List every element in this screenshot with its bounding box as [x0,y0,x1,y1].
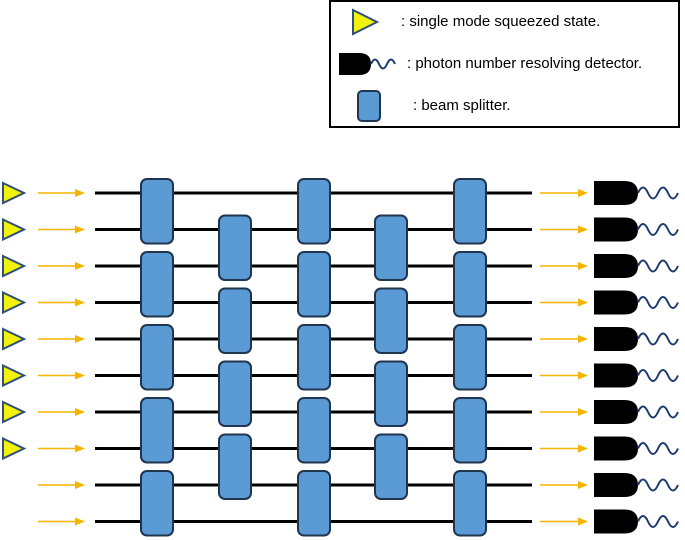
beam-splitter-icon [297,251,331,318]
beam-splitter-icon [218,287,252,354]
legend-item-detector: : photon number resolving detector. [331,46,678,82]
legend-item-beam-splitter: : beam splitter. [331,88,678,124]
legend-label-squeezed-state: : single mode squeezed state. [401,13,601,30]
beam-splitter-icon [357,90,381,122]
squeezed-state-triangle-icon [1,217,27,242]
legend: : single mode squeezed state. : photon n… [329,0,680,128]
squeezed-state-triangle-icon [1,436,27,461]
beam-splitter-icon [374,360,408,427]
photon-detector-icon [339,53,396,75]
beam-splitter-icon [140,251,174,318]
beam-splitter-icon [297,470,331,537]
photon-detector-icon [594,473,638,497]
beam-splitter-icon [297,324,331,391]
legend-label-detector: : photon number resolving detector. [407,55,643,72]
photon-detector-icon [594,436,638,461]
beam-splitter-icon [297,178,331,245]
beam-splitter-icon [140,324,174,391]
detector-wave [637,405,679,419]
beam-splitter-icon [140,397,174,464]
beam-splitter-icon [218,214,252,281]
beam-splitter-icon [140,470,174,537]
squeezed-state-triangle-icon [1,327,27,351]
legend-item-squeezed-state: : single mode squeezed state. [331,4,678,40]
squeezed-state-triangle-icon [1,254,27,278]
detector-wave [637,515,679,528]
beam-splitter-icon [374,433,408,500]
photon-detector-icon [594,290,638,315]
photon-detector-icon [594,363,638,388]
beam-splitter-icon [453,470,487,537]
photon-detector-icon [594,327,638,351]
legend-label-beam-splitter: : beam splitter. [413,97,511,114]
beam-splitter-icon [453,178,487,245]
beam-splitter-icon [297,397,331,464]
beam-splitter-icon [453,397,487,464]
detector-wave [637,223,679,236]
beam-splitter-icon [374,214,408,281]
detector-wave [637,296,679,309]
photon-detector-icon [594,509,638,534]
beam-splitter-icon [218,360,252,427]
detector-wave [637,369,679,382]
photon-detector-icon [594,181,638,205]
photon-detector-icon [594,217,638,242]
photon-detector-icon [594,400,638,424]
detector-wave [637,442,679,455]
squeezed-state-triangle-icon [352,8,380,36]
beam-splitter-icon [374,287,408,354]
squeezed-state-triangle-icon [1,400,27,424]
detector-wave [637,332,679,346]
detector-wave [637,478,679,492]
squeezed-state-triangle-icon [1,290,27,315]
squeezed-state-triangle-icon [1,363,27,388]
beam-splitter-icon [453,324,487,391]
beam-splitter-icon [218,433,252,500]
photon-detector-icon [594,254,638,278]
squeezed-state-triangle-icon [1,181,27,205]
beam-splitter-icon [140,178,174,245]
detector-wave [637,259,679,273]
detector-wave [637,186,679,200]
beam-splitter-icon [453,251,487,318]
